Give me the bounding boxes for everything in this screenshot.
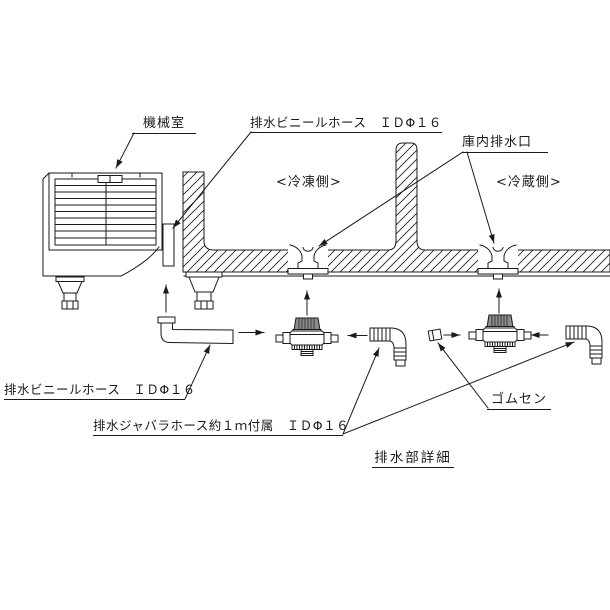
cabinet-cross-section <box>182 142 610 273</box>
leader-lines <box>115 131 575 435</box>
drain-trap-freezer <box>275 317 339 356</box>
rubber-plug-part <box>427 328 443 342</box>
unit-outline <box>42 172 122 277</box>
vinyl-hose-elbow-part <box>157 316 234 345</box>
leader-bellows-freezer <box>342 347 380 435</box>
cabinet-drain-port-label: 庫内排水口 <box>462 135 548 153</box>
leveling-foot-machine-room <box>55 276 85 310</box>
drain-fitting-fridge <box>477 242 519 280</box>
diagram-title: 排水部詳細 <box>372 450 454 468</box>
bellows-elbow-freezer <box>369 327 407 367</box>
leader-bellows-fridge <box>342 341 575 435</box>
vinyl-hose-bottom-label: 排水ビニールホース ＩＤΦ１６ <box>4 382 195 400</box>
bellows-hose-label: 排水ジャバラホース約１ｍ付属 ＩＤΦ１６ <box>93 418 349 436</box>
fridge-side-label: <冷蔵側> <box>496 175 562 190</box>
leader-drain-port-fridge <box>466 151 495 244</box>
leader-rubber-plug <box>437 342 489 409</box>
leader-drain-port-freezer <box>318 151 464 247</box>
freezer-side-label: <冷凍側> <box>276 175 342 190</box>
leader-machine-room <box>115 132 135 169</box>
bellows-elbow-fridge <box>565 325 603 365</box>
vinyl-hose-top-label: 排水ビニールホース ＩＤΦ１６ <box>250 115 442 133</box>
rubber-plug-label: ゴムセン <box>487 392 551 410</box>
machine-room-unit <box>42 172 163 277</box>
leveling-foot-cabinet <box>185 271 223 310</box>
vertical-drain-hose <box>162 223 175 267</box>
leader-vinyl-hose-bottom <box>184 344 211 400</box>
machine-room-label: 機械室 <box>132 116 196 134</box>
internal-hose-curve <box>120 246 160 277</box>
drain-trap-fridge <box>468 314 532 353</box>
drain-fitting-freezer <box>287 242 329 280</box>
leader-vinyl-hose-top <box>172 131 252 229</box>
flow-arrows <box>163 284 549 339</box>
